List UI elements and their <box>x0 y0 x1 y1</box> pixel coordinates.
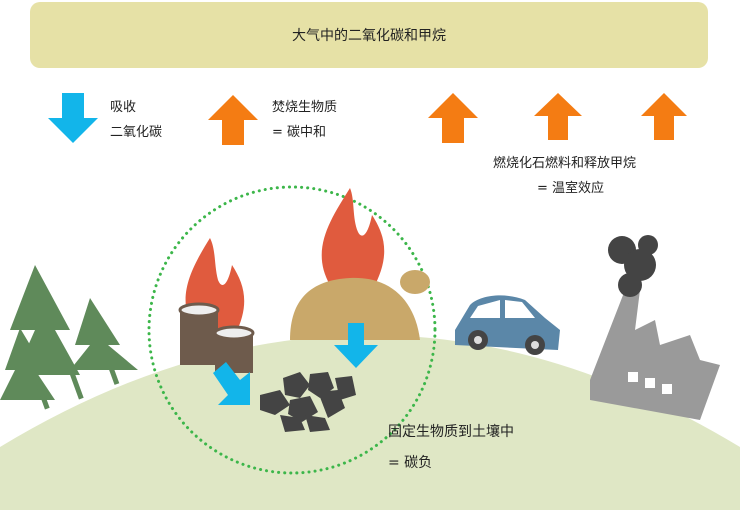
absorb-label: 吸收 <box>110 100 137 115</box>
sequester-label: 固定生物质到土壤中 <box>388 424 514 440</box>
logs-icon <box>178 302 255 373</box>
car-icon <box>455 295 560 355</box>
factory-icon <box>590 235 720 420</box>
atmosphere-banner: 大气中的二氧化碳和甲烷 <box>30 2 708 68</box>
biomass-pile-icon <box>290 270 430 340</box>
down-arrow-icon <box>334 323 378 368</box>
up-arrow-icon <box>534 93 582 140</box>
up-arrow-icon <box>208 95 258 145</box>
fossil-label: 燃烧化石燃料和释放甲烷 <box>493 156 637 171</box>
down-arrow-icon <box>213 362 250 405</box>
up-arrow-icon <box>641 93 687 140</box>
up-arrow-icon <box>428 93 478 143</box>
banner-title: 大气中的二氧化碳和甲烷 <box>292 28 446 44</box>
absorb-label-2: 二氧化碳 <box>110 125 163 140</box>
biomass-label-2: = 碳中和 <box>272 125 327 140</box>
fossil-label-2: = 温室效应 <box>537 181 605 196</box>
carbon-cycle-dotted-circle <box>147 185 437 475</box>
flame-icon <box>321 188 385 285</box>
sequester-label-2: = 碳负 <box>388 455 433 471</box>
down-arrow-icon <box>48 93 98 143</box>
trees-icon <box>0 265 138 410</box>
charcoal-icon <box>260 372 356 432</box>
ground-hill <box>0 335 740 510</box>
biomass-label: 焚烧生物质 <box>272 100 338 115</box>
